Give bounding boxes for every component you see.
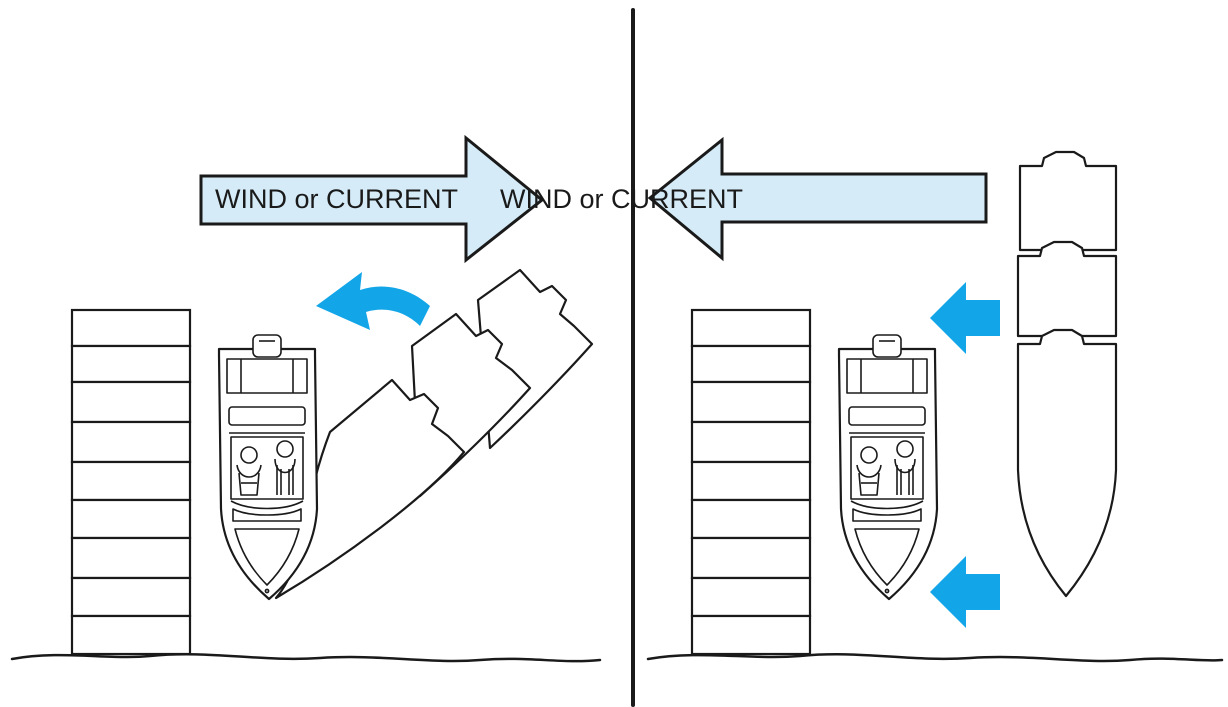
- moored-boat-right: [837, 333, 939, 601]
- shoreline-left: [10, 653, 602, 663]
- left-panel: WIND or CURRENT: [10, 134, 602, 663]
- boat-trail-right: [1016, 150, 1118, 598]
- turn-arrow-left: [316, 272, 430, 330]
- right-panel: WIND or CURRENT: [500, 136, 1224, 663]
- push-arrow-lower: [930, 556, 1000, 628]
- wind-arrow-right: WIND or CURRENT: [199, 134, 545, 264]
- push-arrow-upper: [930, 282, 1000, 354]
- moored-boat-left: [217, 333, 319, 601]
- wind-label-right: WIND or CURRENT: [500, 184, 743, 214]
- dock-left: [70, 308, 192, 656]
- shoreline-right: [646, 653, 1224, 663]
- wind-label-left: WIND or CURRENT: [215, 184, 458, 214]
- boat-trail-left: [274, 268, 594, 600]
- dock-right: [690, 308, 812, 656]
- wind-arrow-left: WIND or CURRENT: [500, 136, 988, 262]
